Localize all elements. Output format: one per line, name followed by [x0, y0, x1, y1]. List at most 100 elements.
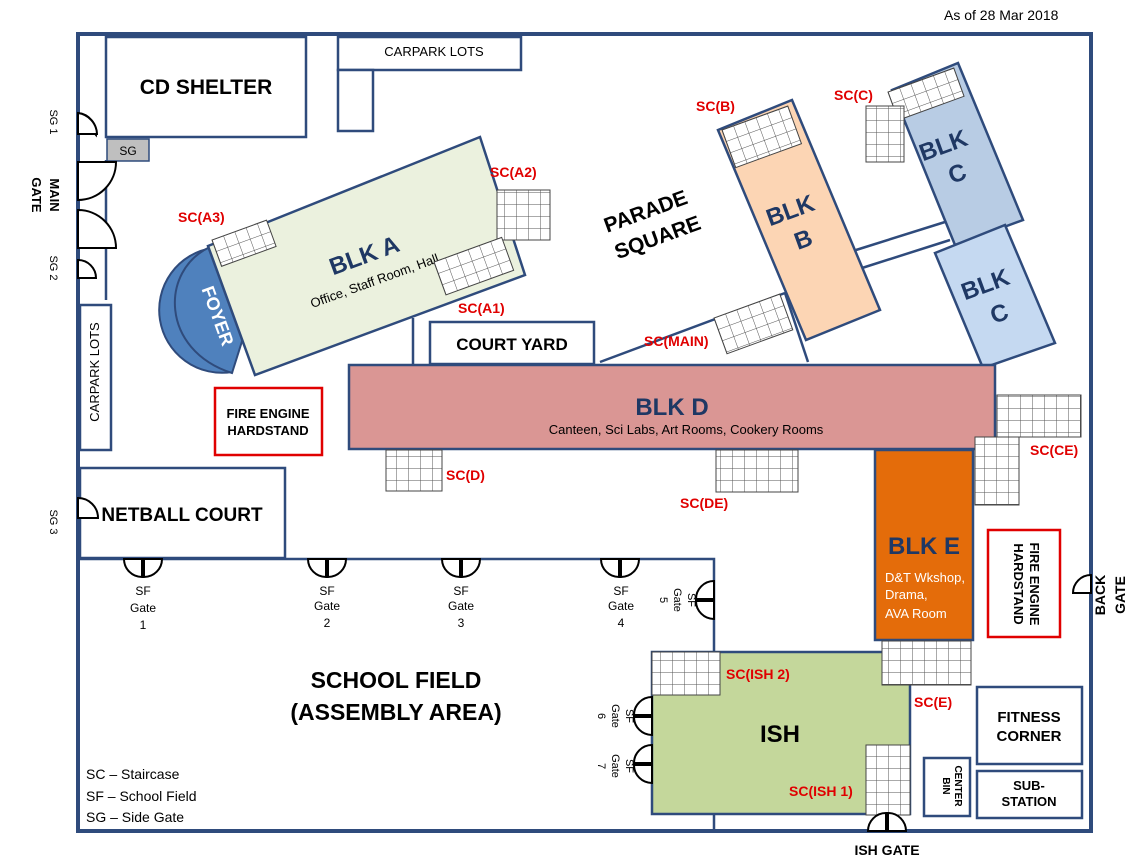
sg1-label: SG 1 — [47, 109, 59, 134]
sc-c-label: SC(C) — [834, 87, 873, 103]
sf-gate-3-sf: SF — [453, 584, 468, 598]
sc-a2-label: SC(A2) — [490, 164, 537, 180]
sf-gate-1-gate: Gate — [130, 601, 156, 615]
carpark-top-label: CARPARK LOTS — [384, 44, 484, 59]
carpark-left-label: CARPARK LOTS — [87, 322, 102, 422]
sf-gate-4-gate: Gate — [608, 599, 634, 613]
cd-shelter — [104, 35, 308, 139]
ish-label: ISH — [760, 721, 800, 748]
blk-e-sub3: AVA Room — [885, 606, 947, 621]
back-gate-line2: GATE — [1112, 576, 1128, 614]
sg2-label: SG 2 — [47, 255, 59, 280]
carpark-left — [78, 303, 113, 452]
carpark-top — [336, 35, 523, 72]
staircase-de — [715, 449, 799, 493]
school-boundary — [76, 32, 1093, 833]
court-yard — [428, 320, 596, 366]
sf-gate-6-icon — [632, 695, 653, 737]
fire-left-line2: HARDSTAND — [227, 423, 308, 438]
sc-b-label: SC(B) — [696, 98, 735, 114]
legend-sg: SG – Side Gate — [86, 809, 184, 825]
sf-gate-5-icon — [694, 579, 715, 621]
sf-gate-4-sf: SF — [613, 584, 628, 598]
sf-gate-7-gate: Gate — [609, 754, 621, 778]
blk-d — [347, 363, 997, 451]
fitness-corner — [975, 685, 1084, 766]
sf-gate-1-icon — [122, 558, 164, 579]
sub-station — [975, 769, 1084, 820]
main-gate-icon — [77, 161, 118, 249]
sf-gate-5-sf: SF — [685, 593, 697, 607]
main-gate-line1: MAIN — [47, 178, 62, 211]
staircase-ce — [974, 394, 1082, 506]
sf-gate-1-sf: SF — [135, 584, 150, 598]
blk-c-bottom — [933, 223, 1057, 370]
fire-left-line1: FIRE ENGINE — [226, 406, 309, 421]
sg-box — [106, 138, 150, 162]
fitness-line1: FITNESS — [997, 709, 1060, 726]
staircase-b — [721, 105, 803, 169]
blk-e-sub1: D&T Wkshop, — [885, 570, 965, 585]
sf-gate-1-num: 1 — [140, 618, 147, 632]
sf-gate-3-icon — [440, 558, 482, 579]
ish-gate-icon — [866, 811, 908, 832]
staircase-ish1 — [865, 744, 911, 816]
bin-center — [922, 756, 972, 818]
school-field-line1: SCHOOL FIELD — [311, 667, 482, 693]
sf-gate-4-num: 4 — [618, 616, 625, 630]
blk-e — [873, 448, 975, 642]
sc-ce-label: SC(CE) — [1030, 442, 1078, 458]
sf-gate-4-icon — [599, 558, 641, 579]
blk-a — [206, 135, 527, 377]
staircase-c-side — [865, 105, 905, 163]
carpark-top-stem — [336, 68, 375, 133]
sg3-gate-icon — [77, 496, 100, 519]
fire-right-line2: HARDSTAND — [1011, 543, 1026, 624]
sf-gate-2-gate: Gate — [314, 599, 340, 613]
fire-hardstand-left — [213, 386, 324, 457]
legend-sc: SC – Staircase — [86, 766, 180, 782]
sc-a1-label: SC(A1) — [458, 300, 505, 316]
sf-gate-6-gate: Gate — [609, 704, 621, 728]
ish-gate-label: ISH GATE — [854, 842, 919, 858]
fitness-line2: CORNER — [996, 728, 1061, 745]
link-b-c — [855, 220, 946, 252]
sc-main-label: SC(MAIN) — [644, 333, 709, 349]
sc-de-label: SC(DE) — [680, 495, 728, 511]
sf-gate-5-gate: Gate — [671, 588, 683, 612]
sg3-label: SG 3 — [47, 509, 59, 534]
school-field-line2: (ASSEMBLY AREA) — [290, 699, 501, 725]
sf-gate-7-icon — [632, 743, 653, 785]
main-gate-line2: GATE — [29, 177, 44, 212]
blk-b — [716, 98, 882, 342]
sf-gate-6-sf: SF — [623, 709, 635, 723]
back-gate-icon — [1071, 573, 1092, 594]
fire-hardstand-right — [986, 528, 1062, 639]
netball-court-label: NETBALL COURT — [101, 505, 263, 526]
staircase-main — [713, 293, 794, 355]
staircase-ish2 — [651, 651, 721, 696]
substation-line1: SUB- — [1013, 778, 1045, 793]
sf-gate-7-num: 7 — [595, 763, 607, 769]
bin-line2: CENTER — [952, 765, 963, 807]
blk-d-name: BLK D — [635, 394, 708, 421]
back-gate-line1: BACK — [1092, 575, 1108, 615]
sf-gate-2-sf: SF — [319, 584, 334, 598]
sc-ish2-label: SC(ISH 2) — [726, 666, 790, 682]
sf-gate-2-num: 2 — [324, 616, 331, 630]
blk-e-sub2: Drama, — [885, 587, 928, 602]
sc-e-label: SC(E) — [914, 694, 952, 710]
sf-gate-7-sf: SF — [623, 759, 635, 773]
sf-gate-3-gate: Gate — [448, 599, 474, 613]
fire-right-line1: FIRE ENGINE — [1027, 542, 1042, 625]
sc-a3-label: SC(A3) — [178, 209, 225, 225]
legend-sf: SF – School Field — [86, 788, 197, 804]
bin-line1: BIN — [940, 777, 951, 794]
date-label: As of 28 Mar 2018 — [944, 7, 1059, 23]
sg2-gate-icon — [77, 258, 98, 279]
sf-gate-2-icon — [306, 558, 348, 579]
sc-ish1-label: SC(ISH 1) — [789, 783, 853, 799]
staircase-a1 — [433, 236, 515, 296]
sc-d-label: SC(D) — [446, 467, 485, 483]
